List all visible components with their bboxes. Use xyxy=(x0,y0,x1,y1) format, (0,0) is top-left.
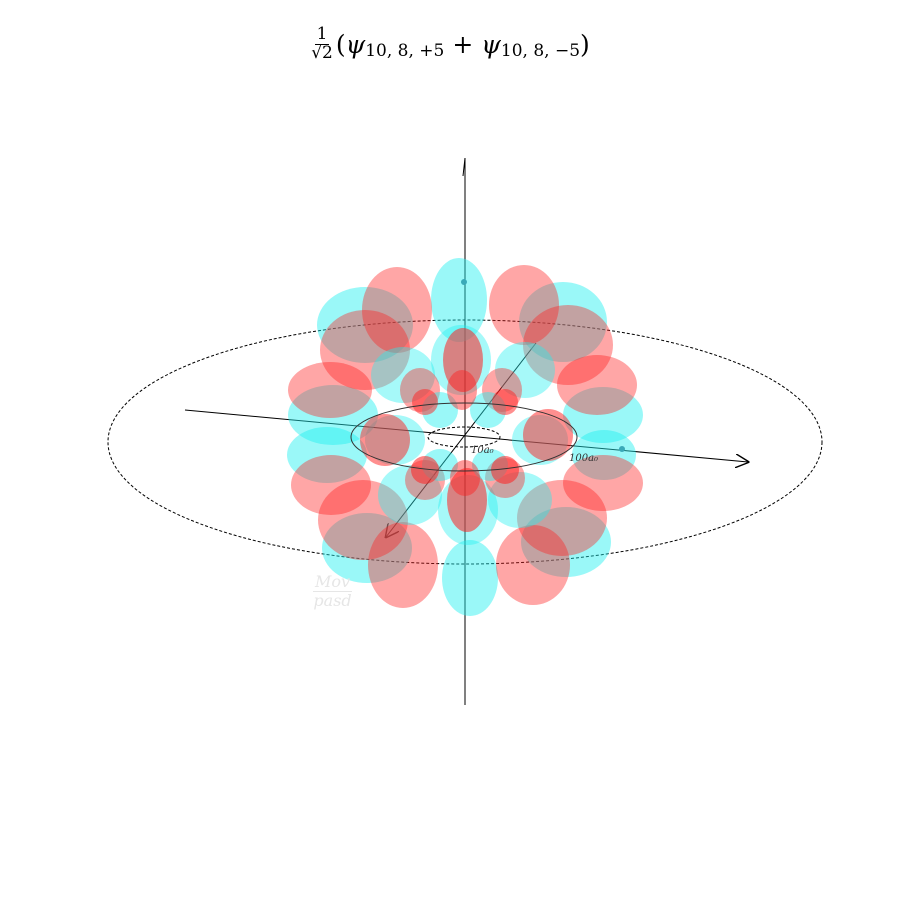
positive-lobe-30 xyxy=(443,328,483,392)
positive-lobe-45 xyxy=(491,456,519,484)
positive-lobe-17 xyxy=(563,455,643,511)
positive-lobe-11 xyxy=(489,265,559,345)
x-axis xyxy=(184,409,748,462)
positive-lobe-42 xyxy=(447,370,477,410)
negative-lobe-28 xyxy=(488,472,552,528)
negative-lobe-24 xyxy=(495,342,555,398)
term2-subscript: 10, 8, −5 xyxy=(500,41,581,61)
x-axis-point xyxy=(619,446,625,452)
term1-subscript: 10, 8, +5 xyxy=(365,41,445,61)
watermark: Mov pasd xyxy=(313,572,353,610)
negative-lobe-6 xyxy=(572,430,636,480)
mid-ring xyxy=(350,402,578,472)
outer-ring-label: 100a₀ xyxy=(569,453,598,464)
title-fraction: 1 √2 xyxy=(310,23,334,63)
inner-ring-label: 10a₀ xyxy=(471,445,494,456)
positive-lobe-32 xyxy=(523,409,573,461)
negative-lobe-23 xyxy=(371,347,435,403)
positive-lobe-19 xyxy=(517,480,607,556)
negative-lobe-3 xyxy=(288,385,378,445)
negative-lobe-4 xyxy=(563,387,643,443)
positive-lobe-10 xyxy=(362,267,432,353)
watermark-top: Mov xyxy=(313,572,353,592)
fraction-numerator: 1 xyxy=(314,23,330,45)
positive-lobe-44 xyxy=(411,456,439,484)
positive-lobe-43 xyxy=(450,460,480,496)
positive-lobe-46 xyxy=(492,389,518,415)
positive-lobe-21 xyxy=(496,525,570,605)
fraction-denominator: √2 xyxy=(311,42,333,63)
positive-lobe-12 xyxy=(320,310,410,390)
negative-lobe-5 xyxy=(287,427,367,483)
positive-lobe-31 xyxy=(360,414,410,466)
positive-lobe-14 xyxy=(288,362,372,418)
negative-lobe-1 xyxy=(317,287,413,363)
positive-lobe-16 xyxy=(291,455,371,515)
y-axis xyxy=(386,342,537,537)
close-paren: ) xyxy=(580,29,590,59)
psi-symbol-1: ψ xyxy=(345,29,366,59)
plus-sign: + xyxy=(452,29,474,59)
psi-symbol-2: ψ xyxy=(481,29,501,59)
positive-lobe-47 xyxy=(412,389,438,415)
positive-lobe-20 xyxy=(368,522,438,608)
negative-lobe-0 xyxy=(431,258,487,342)
z-axis-point xyxy=(461,279,467,285)
positive-lobe-13 xyxy=(523,305,613,385)
inner-dashed-ring xyxy=(427,426,501,448)
negative-lobe-2 xyxy=(519,282,607,362)
watermark-bottom: pasd xyxy=(313,590,352,610)
z-axis-arrow-tip xyxy=(462,157,466,177)
negative-lobe-7 xyxy=(322,513,412,583)
orbital-lobes xyxy=(287,258,643,616)
positive-lobe-15 xyxy=(557,355,637,415)
negative-lobe-8 xyxy=(521,507,611,577)
positive-lobe-33 xyxy=(447,468,487,532)
negative-lobe-9 xyxy=(442,540,498,616)
open-paren: ( xyxy=(335,29,346,59)
positive-lobe-18 xyxy=(318,480,408,560)
